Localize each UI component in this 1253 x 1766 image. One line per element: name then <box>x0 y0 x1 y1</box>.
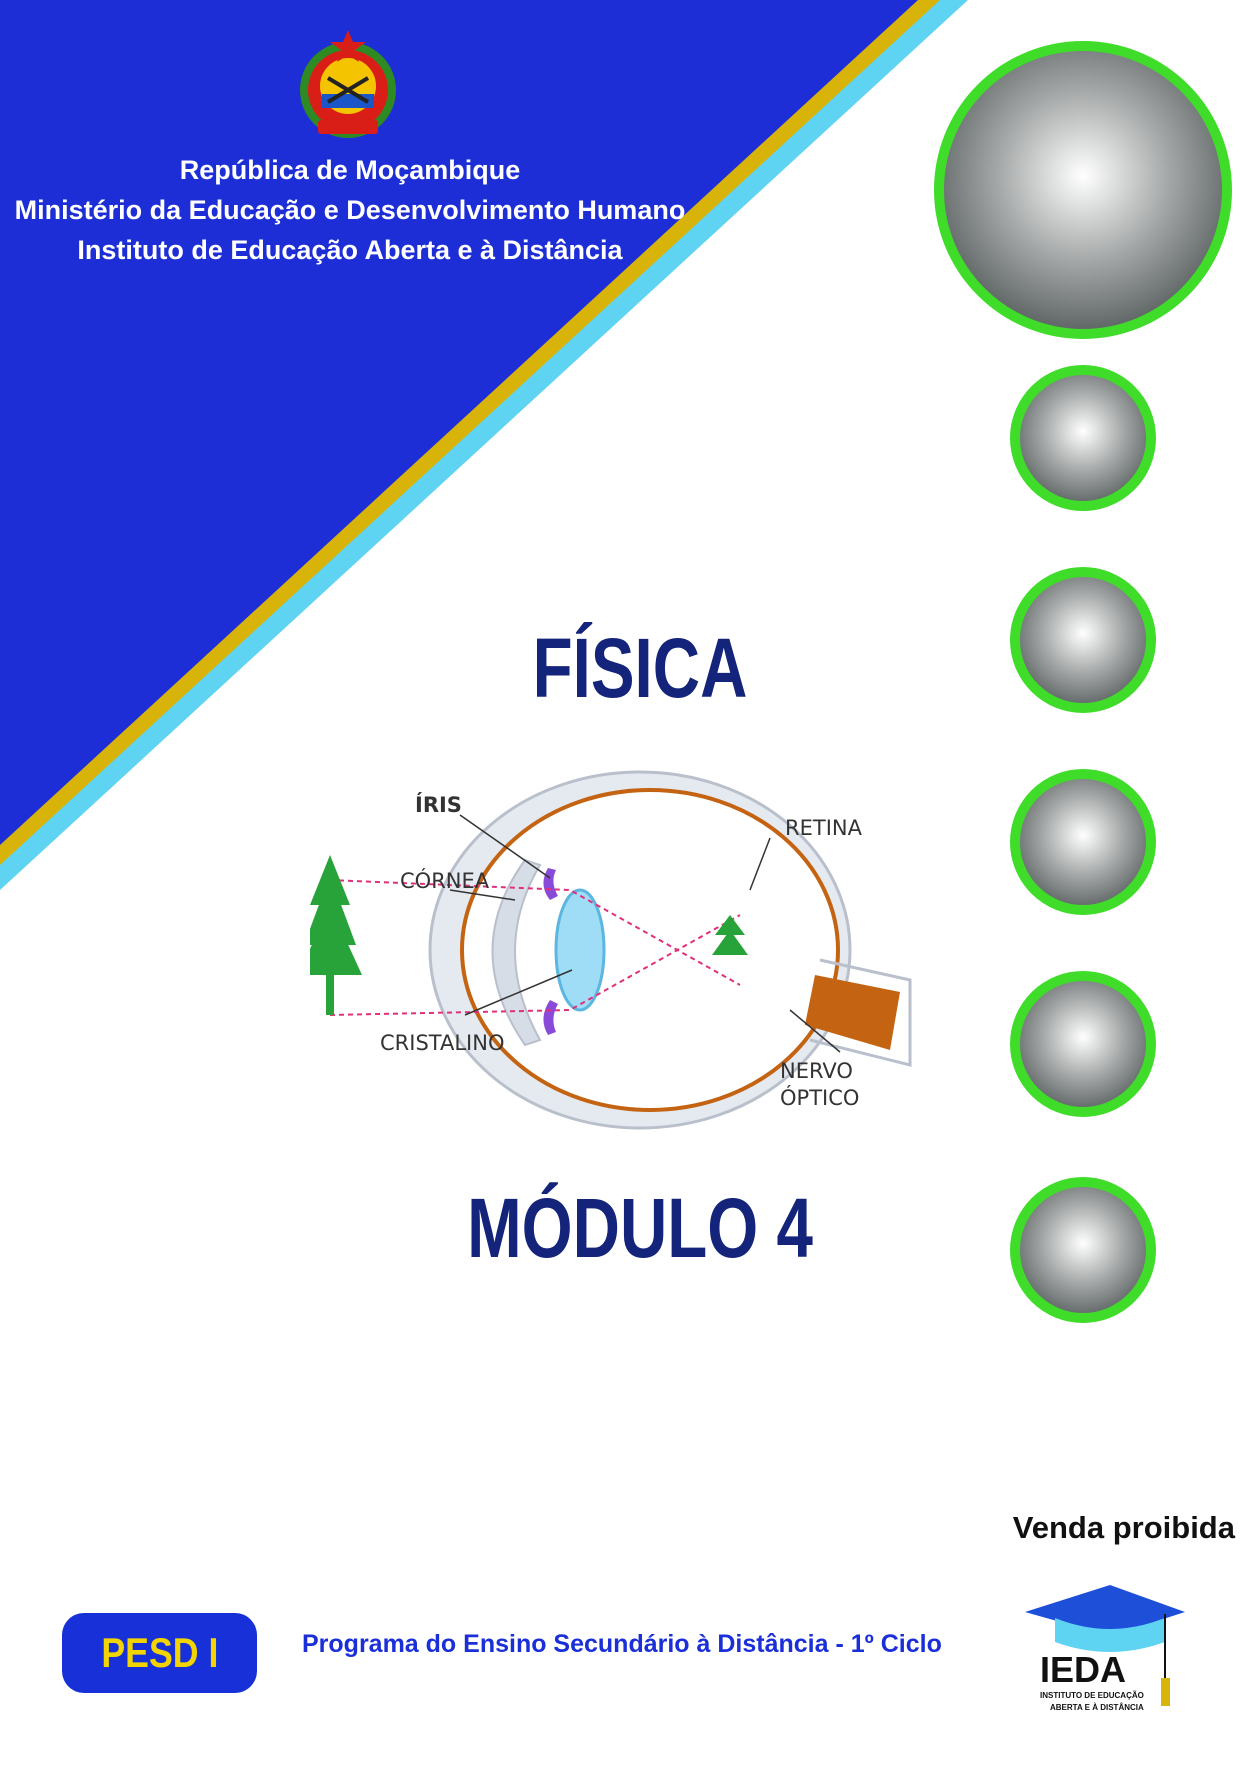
label-iris: ÍRIS <box>415 792 462 817</box>
header-ministry: Ministério da Educação e Desenvolvimento… <box>14 195 686 225</box>
label-nerve-1: NERVO <box>780 1059 853 1083</box>
institution-header: República de Moçambique Ministério da Ed… <box>0 150 700 270</box>
header-institute: Instituto de Educação Aberta e à Distânc… <box>77 235 623 265</box>
module-title: MÓDULO 4 <box>467 1181 813 1275</box>
national-emblem <box>300 30 396 138</box>
ieda-logo-sub-1: INSTITUTO DE EDUCAÇÃO <box>1040 1691 1144 1700</box>
ieda-logo: IEDA INSTITUTO DE EDUCAÇÃO ABERTA E À DI… <box>1025 1585 1185 1712</box>
blue-panel <box>0 0 918 845</box>
crystalline-lens <box>554 888 606 1012</box>
sale-forbidden-notice: Venda proibida <box>1012 1510 1235 1545</box>
ieda-logo-sub-2: ABERTA E À DISTÂNCIA <box>1050 1703 1144 1712</box>
optic-nerve <box>805 975 900 1050</box>
tree-icon <box>310 855 362 1015</box>
eye-diagram: ÍRIS CÓRNEA CRISTALINO RETINA NERVO ÓPTI… <box>310 770 912 1130</box>
label-nerve-2: ÓPTICO <box>780 1085 859 1110</box>
pesd-badge-label: PESD I <box>100 1629 219 1676</box>
light-ray-top <box>329 879 741 986</box>
subject-title: FÍSICA <box>532 621 748 715</box>
header-country: República de Moçambique <box>179 155 521 185</box>
pesd-badge: PESD I <box>62 1613 257 1693</box>
retina-image-icon <box>712 915 748 955</box>
ieda-logo-text: IEDA <box>1040 1649 1126 1690</box>
label-retina: RETINA <box>785 816 863 840</box>
iris-shape-lower <box>543 1000 558 1035</box>
light-ray-bottom <box>329 914 741 1016</box>
label-cristalino: CRISTALINO <box>380 1031 504 1055</box>
label-cornea: CÓRNEA <box>400 868 490 893</box>
program-name: Programa do Ensino Secundário à Distânci… <box>302 1630 942 1658</box>
